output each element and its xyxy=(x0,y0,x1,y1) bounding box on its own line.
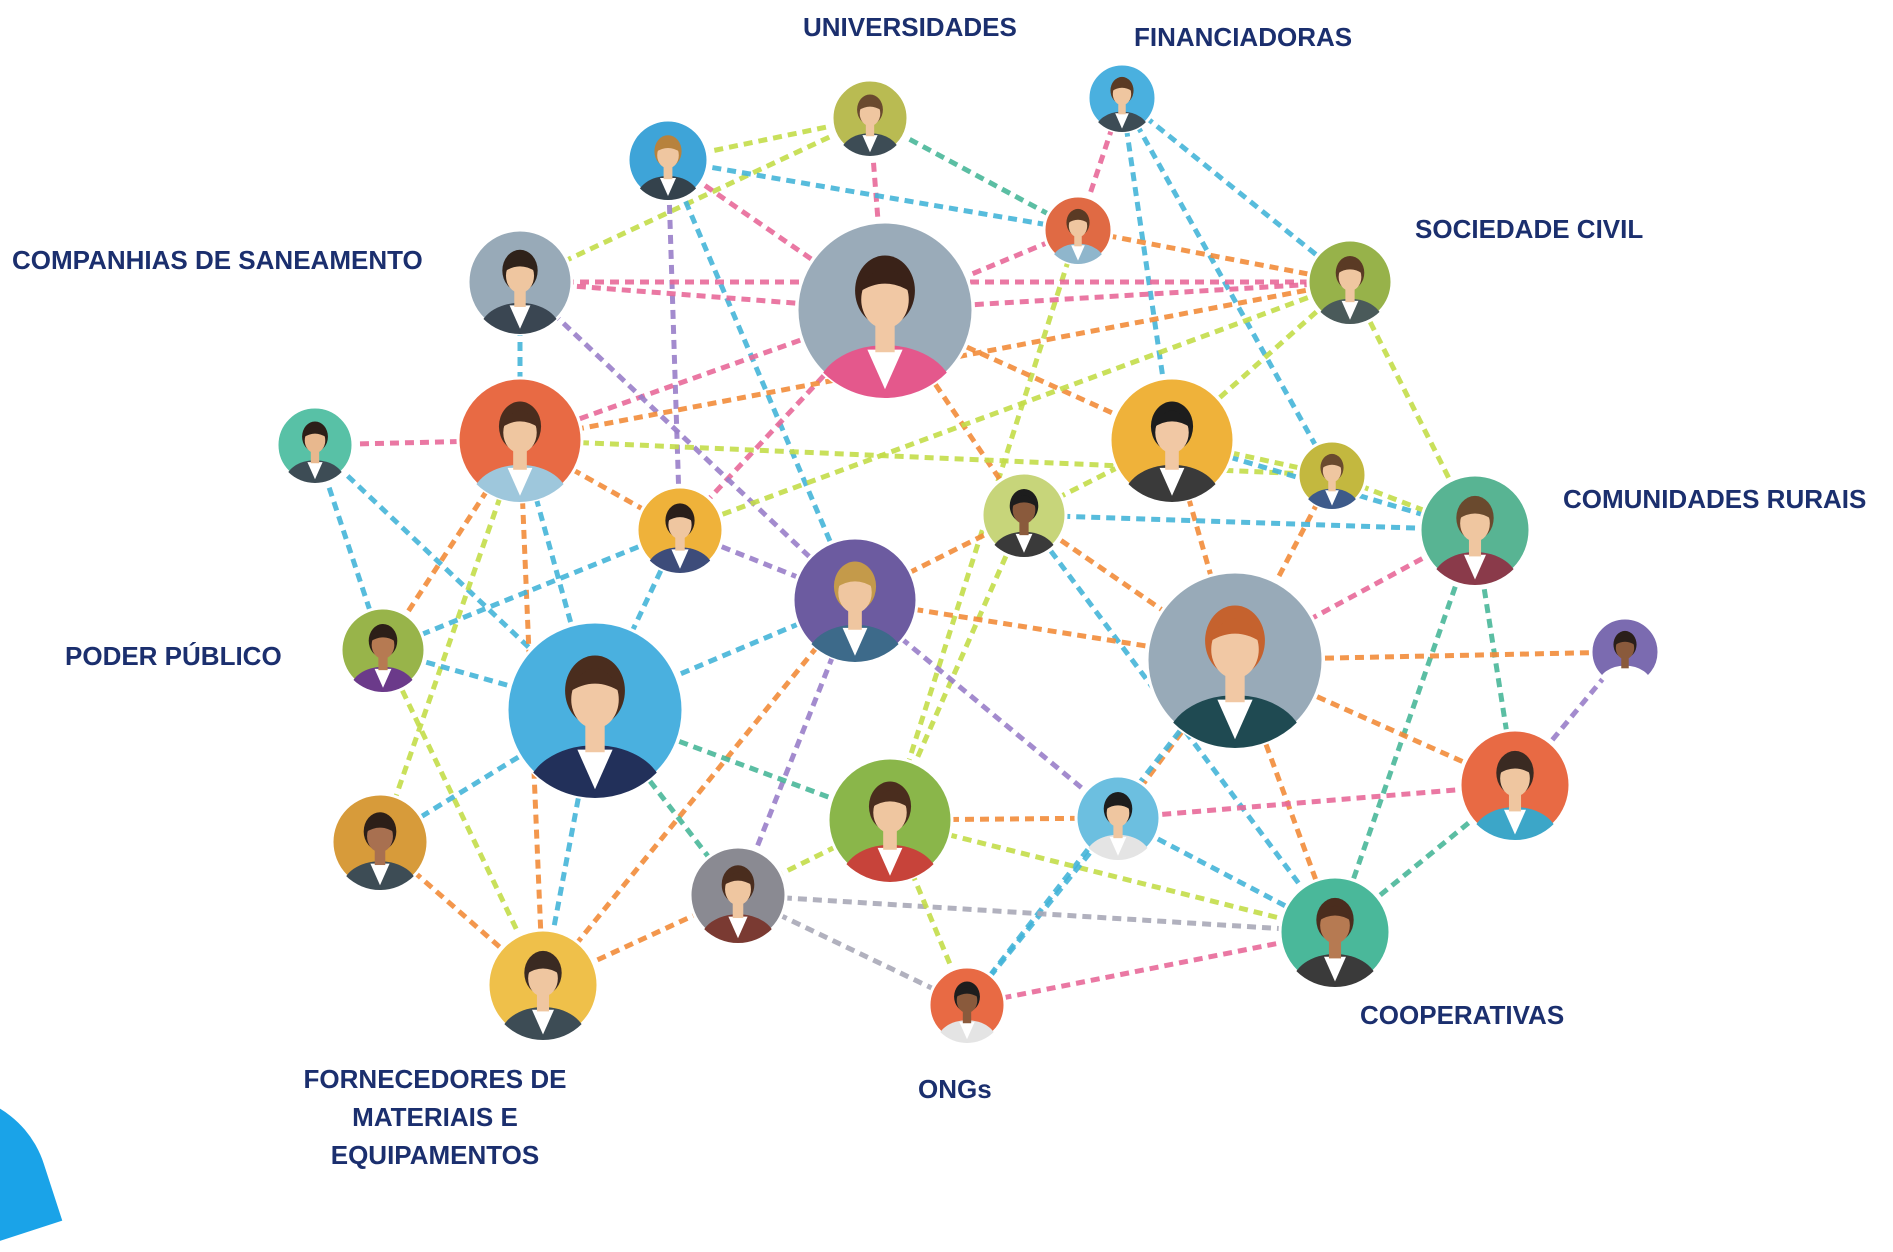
label-cooperativas: COOPERATIVAS xyxy=(1360,1000,1565,1030)
label-poder-publico: PODER PÚBLICO xyxy=(65,641,282,671)
network-link xyxy=(518,115,872,285)
network-link xyxy=(1023,512,1476,533)
network-link xyxy=(882,308,1027,517)
person-avatar-icon xyxy=(456,376,584,504)
label-fornecedores: FORNECEDORES DE MATERIAIS E EQUIPAMENTOS xyxy=(300,1060,570,1174)
label-fornecedores-line1: FORNECEDORES DE xyxy=(303,1064,567,1094)
person-avatar-icon xyxy=(688,845,788,945)
network-link xyxy=(737,892,1336,935)
person-avatar-icon xyxy=(486,928,600,1042)
network-link xyxy=(887,229,1081,821)
network-link xyxy=(665,159,683,531)
network-link xyxy=(1332,529,1478,933)
person-avatar-icon xyxy=(1278,875,1392,989)
label-fornecedores-line2: MATERIAIS E xyxy=(352,1102,518,1132)
person-avatar-icon xyxy=(1458,728,1572,842)
network-link xyxy=(1077,227,1351,285)
network-link xyxy=(1117,782,1516,821)
person-avatar-icon xyxy=(339,606,427,694)
person-avatar-icon xyxy=(927,965,1007,1045)
person-avatar-icon xyxy=(1042,194,1114,266)
label-comunidades-rurais: COMUNIDADES RURAIS xyxy=(1563,484,1867,514)
person-avatar-icon xyxy=(466,228,574,336)
person-avatar-icon xyxy=(1108,376,1236,504)
person-avatar-icon xyxy=(1074,774,1162,862)
network-link xyxy=(853,598,1120,820)
network-link xyxy=(382,527,681,653)
label-companhias-de-saneamento: COMPANHIAS DE SANEAMENTO xyxy=(12,245,423,275)
network-link xyxy=(1116,815,1337,935)
person-avatar-icon xyxy=(795,220,975,400)
network-link xyxy=(380,438,523,652)
person-avatar-icon xyxy=(1418,473,1532,587)
person-avatar-icon xyxy=(980,471,1068,559)
person-avatar-icon xyxy=(1296,439,1368,511)
network-link xyxy=(665,159,858,601)
person-avatar-icon xyxy=(791,536,919,664)
label-sociedade-civil: SOCIEDADE CIVIL xyxy=(1415,214,1644,244)
network-link xyxy=(889,817,1336,935)
label-universidades: UNIVERSIDADES xyxy=(803,12,1017,42)
stakeholder-network-diagram xyxy=(275,62,1661,1045)
network-link xyxy=(380,648,546,987)
person-avatar-icon xyxy=(826,756,954,884)
network-link xyxy=(1120,96,1352,284)
network-link xyxy=(868,115,1080,233)
person-avatar-icon xyxy=(830,78,910,158)
network-link xyxy=(966,929,1336,1008)
person-avatar-icon xyxy=(275,405,355,485)
network-link xyxy=(377,439,523,843)
person-avatar-icon xyxy=(1306,238,1394,326)
network-link xyxy=(667,157,1079,233)
network-link xyxy=(1119,96,1335,477)
network-link xyxy=(518,280,857,602)
person-avatar-icon xyxy=(1086,62,1158,134)
network-link xyxy=(736,892,969,1008)
label-ongs: ONGs xyxy=(918,1074,992,1104)
network-nodes xyxy=(275,62,1661,1045)
person-avatar-icon xyxy=(626,118,710,202)
person-avatar-icon xyxy=(330,792,430,892)
person-avatar-icon xyxy=(1589,616,1661,688)
network-link xyxy=(541,598,857,987)
person-avatar-icon xyxy=(635,485,725,575)
label-fornecedores-line3: EQUIPAMENTOS xyxy=(330,1140,540,1170)
label-financiadoras: FINANCIADORAS xyxy=(1134,22,1353,52)
person-avatar-icon xyxy=(505,620,685,800)
person-avatar-icon xyxy=(1145,570,1325,750)
